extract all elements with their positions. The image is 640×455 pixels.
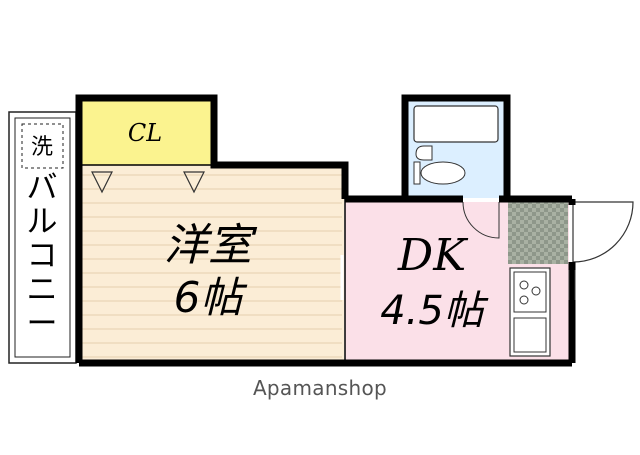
balcony-char: コ xyxy=(27,238,58,274)
western-room-size: 6帖 xyxy=(174,273,248,322)
walls xyxy=(75,94,576,367)
entrance-door xyxy=(572,201,634,263)
burner-3 xyxy=(519,295,529,305)
stove xyxy=(513,271,547,313)
washbasin xyxy=(415,145,433,161)
toilet xyxy=(420,161,466,185)
bath-door-swing xyxy=(462,201,500,239)
burner-1 xyxy=(519,280,529,290)
balcony-char: バ xyxy=(27,170,58,206)
bathtub xyxy=(413,105,499,143)
bath xyxy=(408,101,504,198)
partitions xyxy=(82,164,576,360)
balcony-char: ー xyxy=(27,306,58,342)
closet-label: CL xyxy=(128,119,162,147)
dining-kitchen: DK 4.5帖 xyxy=(345,201,569,360)
balcony-char: ニ xyxy=(27,272,58,308)
burner-2 xyxy=(531,286,541,296)
dk-size: 4.5帖 xyxy=(380,288,489,334)
closet-door-left xyxy=(91,171,113,194)
dk-label: DK xyxy=(397,230,468,281)
entrance-tile xyxy=(508,202,568,264)
closet: CL xyxy=(82,101,211,165)
closet-door-right xyxy=(183,171,205,194)
balcony-char: ル xyxy=(27,204,58,240)
toilet-tank xyxy=(413,161,421,185)
balcony: 洗 バルコニー xyxy=(8,111,77,364)
western-room-label: 洋室 xyxy=(164,220,258,271)
watermark: Apamanshop xyxy=(252,376,388,400)
sink xyxy=(513,317,547,353)
balcony-label: バルコニー xyxy=(27,170,58,342)
washer-space xyxy=(21,123,64,169)
washer-label: 洗 xyxy=(31,135,53,160)
western-room: 洋室 6帖 xyxy=(82,165,344,360)
